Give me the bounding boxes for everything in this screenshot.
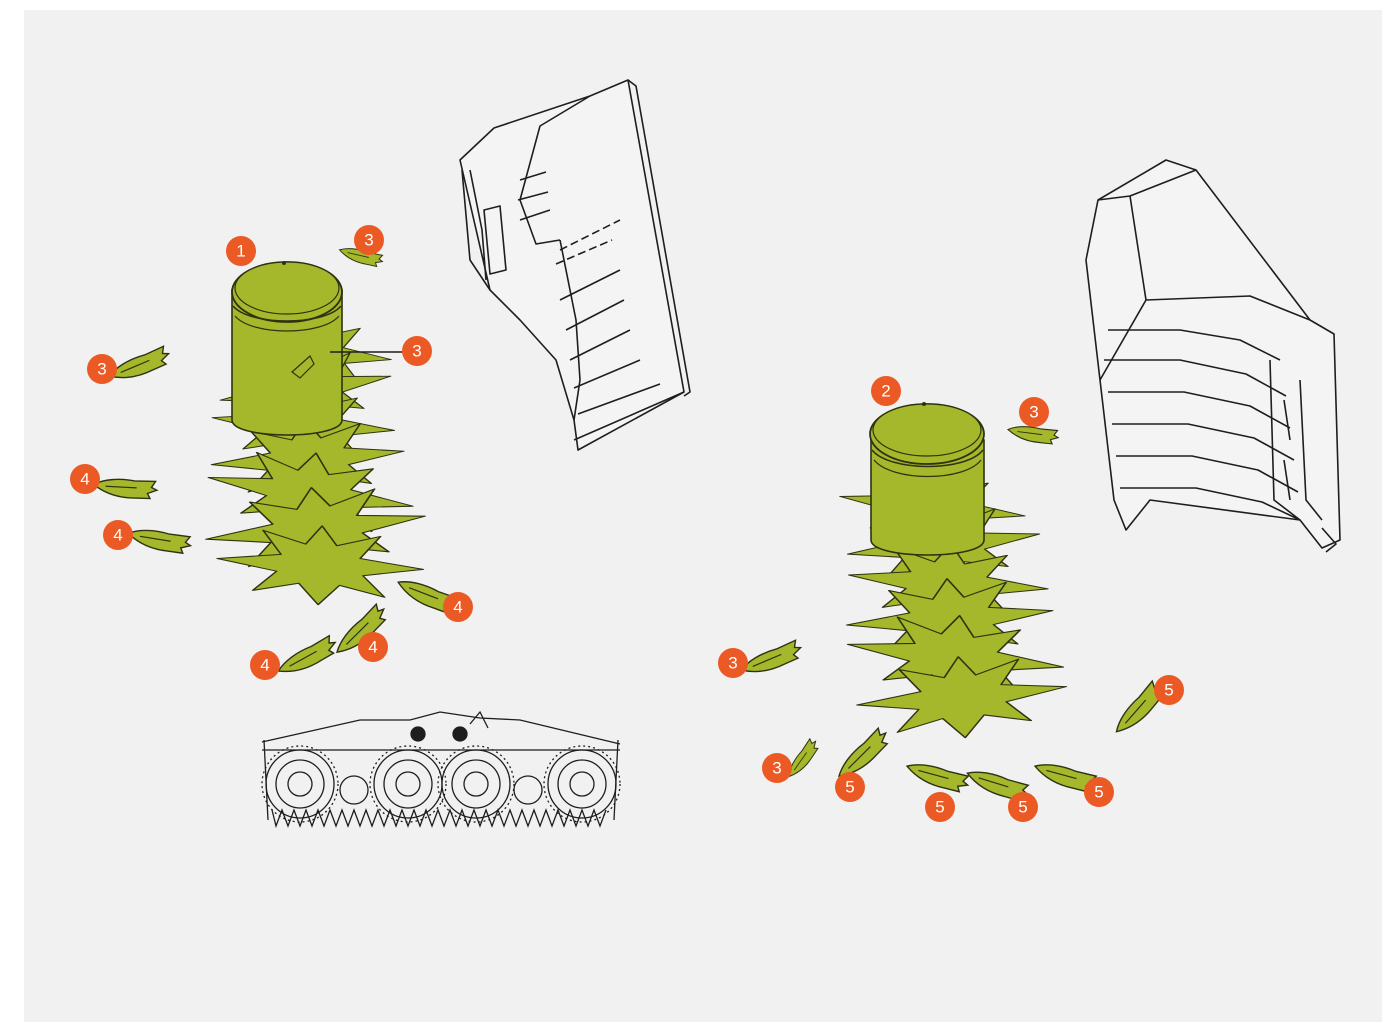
callout-marker: 5 bbox=[1084, 777, 1114, 807]
callout-marker: 4 bbox=[250, 650, 280, 680]
callout-marker: 2 bbox=[871, 376, 901, 406]
callout-label: 4 bbox=[80, 470, 89, 489]
callout-marker: 5 bbox=[925, 792, 955, 822]
callout-marker: 5 bbox=[1008, 792, 1038, 822]
rotor-drum-right bbox=[836, 402, 1070, 747]
callout-label: 3 bbox=[412, 342, 421, 361]
callout-marker: 4 bbox=[70, 464, 100, 494]
callout-label: 3 bbox=[728, 654, 737, 673]
callout-label: 5 bbox=[1018, 798, 1027, 817]
callout-label: 3 bbox=[97, 360, 106, 379]
callout-marker: 4 bbox=[443, 592, 473, 622]
callout-marker: 4 bbox=[103, 520, 133, 550]
callout-marker: 3 bbox=[762, 753, 792, 783]
callout-marker: 3 bbox=[1019, 397, 1049, 427]
callout-label: 3 bbox=[1029, 403, 1038, 422]
callout-label: 4 bbox=[260, 656, 269, 675]
callout-marker: 1 bbox=[226, 236, 256, 266]
callout-label: 5 bbox=[935, 798, 944, 817]
callout-label: 4 bbox=[113, 526, 122, 545]
callout-label: 2 bbox=[881, 382, 890, 401]
callout-marker: 5 bbox=[1154, 675, 1184, 705]
callout-marker: 3 bbox=[87, 354, 117, 384]
crop-guide-hood-right bbox=[1086, 160, 1340, 552]
callout-label: 4 bbox=[453, 598, 462, 617]
callout-marker: 3 bbox=[402, 336, 432, 366]
callout-marker: 3 bbox=[718, 648, 748, 678]
callout-label: 5 bbox=[845, 778, 854, 797]
callout-label: 5 bbox=[1094, 783, 1103, 802]
callout-label: 1 bbox=[236, 242, 245, 261]
callout-label: 3 bbox=[364, 231, 373, 250]
callout-marker: 3 bbox=[354, 225, 384, 255]
callout-marker: 4 bbox=[358, 632, 388, 662]
callout-marker: 5 bbox=[835, 772, 865, 802]
header-front-view bbox=[262, 712, 620, 826]
rotor-drum-left bbox=[202, 261, 430, 610]
crop-guide-hood-left bbox=[460, 80, 690, 450]
callout-label: 4 bbox=[368, 638, 377, 657]
callout-label: 5 bbox=[1164, 681, 1173, 700]
callout-label: 3 bbox=[772, 759, 781, 778]
